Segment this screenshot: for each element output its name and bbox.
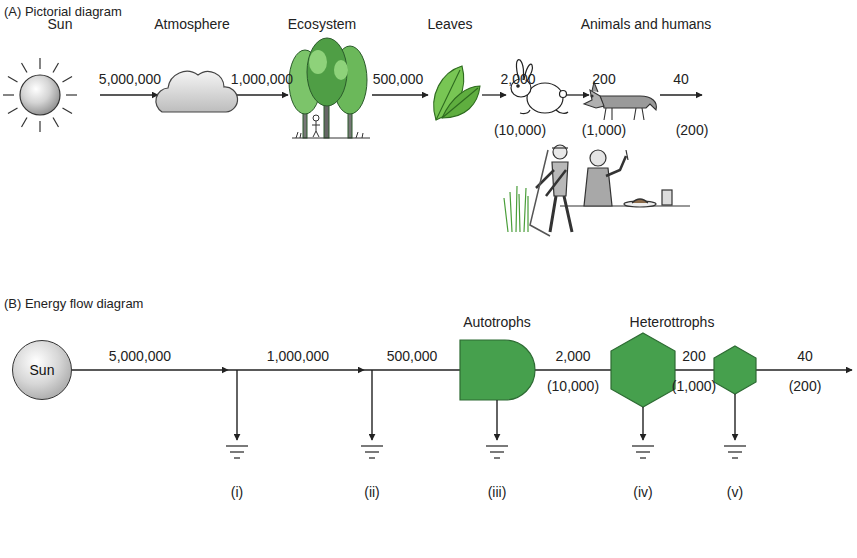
sun-circle: Sun (12, 340, 72, 400)
energy-value: 500,000 (387, 348, 438, 364)
sun-picture (20, 75, 60, 115)
ground-symbol (724, 394, 746, 458)
sun-ray (3, 94, 14, 95)
energy-value: 1,000,000 (231, 71, 293, 87)
loss-label: (iii) (488, 484, 507, 500)
heterotroph-symbol (611, 333, 675, 407)
autotroph-symbol (460, 340, 535, 400)
energy-value: 2,000 (500, 71, 535, 87)
stage-heading: Leaves (427, 16, 472, 32)
energy-value: 200 (592, 71, 615, 87)
heterotroph-symbol (714, 346, 756, 394)
section-heading: (B) Energy flow diagram (4, 296, 143, 312)
stage-heading: Animals and humans (581, 16, 712, 32)
sun-ray (63, 108, 73, 114)
ground-symbol (632, 407, 654, 458)
sun-ray (8, 108, 18, 114)
energy-value: 500,000 (373, 71, 424, 87)
energy-value: (200) (676, 122, 709, 138)
sun-ray (39, 121, 40, 132)
energy-value: (10,000) (494, 122, 546, 138)
energy-value: (1,000) (582, 122, 626, 138)
energy-value: (10,000) (547, 378, 599, 394)
node-label: Sun (30, 362, 55, 378)
sun-rays (3, 58, 77, 132)
sun-ray (8, 77, 18, 83)
energy-value: 40 (673, 71, 689, 87)
sun-ray (39, 58, 40, 69)
energy-value: 40 (797, 348, 813, 364)
farmer-picture (504, 145, 572, 236)
heat-sink-symbols (226, 370, 746, 458)
cloud-picture (156, 71, 238, 112)
sun-ray (53, 118, 59, 128)
loss-label: (iv) (633, 484, 652, 500)
sun-ray (22, 118, 28, 128)
eating-person-picture (560, 150, 690, 207)
loss-label: (i) (231, 484, 243, 500)
sun-ray (66, 94, 77, 95)
energy-value: (200) (789, 378, 822, 394)
ground-symbol (486, 400, 508, 458)
sun-ray (63, 77, 73, 83)
stage-heading: Atmosphere (154, 16, 229, 32)
trees-picture (289, 38, 370, 138)
ground-symbol (226, 370, 248, 458)
energy-value: 1,000,000 (267, 348, 329, 364)
energy-value: 5,000,000 (109, 348, 171, 364)
energy-value: 200 (682, 348, 705, 364)
group-heading: Heterottrophs (630, 314, 715, 330)
energy-value: 5,000,000 (99, 71, 161, 87)
sun-ray (22, 63, 28, 73)
energy-value: (1,000) (672, 378, 716, 394)
stage-heading: Ecosystem (288, 16, 356, 32)
fox-picture (584, 82, 656, 120)
leaves-picture (434, 66, 480, 120)
stage-heading: Sun (48, 16, 73, 32)
group-heading: Autotrophs (463, 314, 531, 330)
sun-ray (53, 63, 59, 73)
loss-label: (ii) (364, 484, 380, 500)
energy-value: 2,000 (555, 348, 590, 364)
loss-label: (v) (727, 484, 743, 500)
ground-symbol (361, 370, 383, 458)
